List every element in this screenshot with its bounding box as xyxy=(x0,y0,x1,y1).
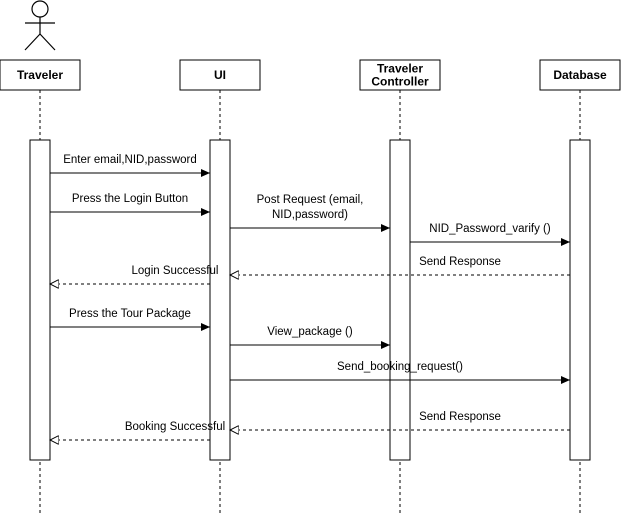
activation-bar-ui xyxy=(209,139,231,461)
message: Enter email,NID,password xyxy=(50,154,210,177)
participant-box-controller xyxy=(359,59,441,91)
participant-box-ui xyxy=(179,59,261,91)
message: Send_booking_request() xyxy=(230,361,570,384)
message-label: Send_booking_request() xyxy=(337,361,463,373)
message: NID_Password_varify () xyxy=(410,223,570,246)
message: View_package () xyxy=(230,326,390,349)
message-label: NID_Password_varify () xyxy=(429,223,551,235)
message: Post Request (email, NID,password) xyxy=(230,194,390,232)
participant-label-controller: Controller xyxy=(371,75,429,89)
message-label: View_package () xyxy=(267,326,353,338)
participant-label-database: Database xyxy=(553,68,607,82)
message-label: Send Response xyxy=(419,411,501,423)
message-label: Login Successful xyxy=(132,265,219,277)
message: Press the Tour Package xyxy=(50,308,210,331)
participant-traveler: Traveler xyxy=(0,59,81,91)
participant-label-ui: UI xyxy=(214,68,226,82)
message-label: Press the Login Button xyxy=(72,193,188,205)
participant-box-database xyxy=(539,59,621,91)
message-label: Booking Successful xyxy=(125,421,225,433)
participant-label-traveler: Traveler xyxy=(17,68,63,82)
participant-label-controller: Traveler xyxy=(377,62,423,76)
participant-box-traveler xyxy=(0,59,81,91)
message-label: Post Request (email, xyxy=(257,194,364,206)
message: Send Response xyxy=(230,256,570,275)
message: Press the Login Button xyxy=(50,193,210,216)
activation-bar-database xyxy=(569,139,591,461)
participant-database: Database xyxy=(539,59,621,91)
activation-bar-controller xyxy=(389,139,411,461)
activation-bar-traveler xyxy=(29,139,51,461)
message: Booking Successful xyxy=(50,421,225,440)
actor-stick-figure-icon xyxy=(24,0,56,51)
message-label: Enter email,NID,password xyxy=(63,154,197,166)
participant-ui: UI xyxy=(179,59,261,91)
message: Send Response xyxy=(230,411,570,430)
message-label: NID,password) xyxy=(272,209,348,221)
message-label: Send Response xyxy=(419,256,501,268)
message: Login Successful xyxy=(50,265,218,284)
message-label: Press the Tour Package xyxy=(69,308,191,320)
